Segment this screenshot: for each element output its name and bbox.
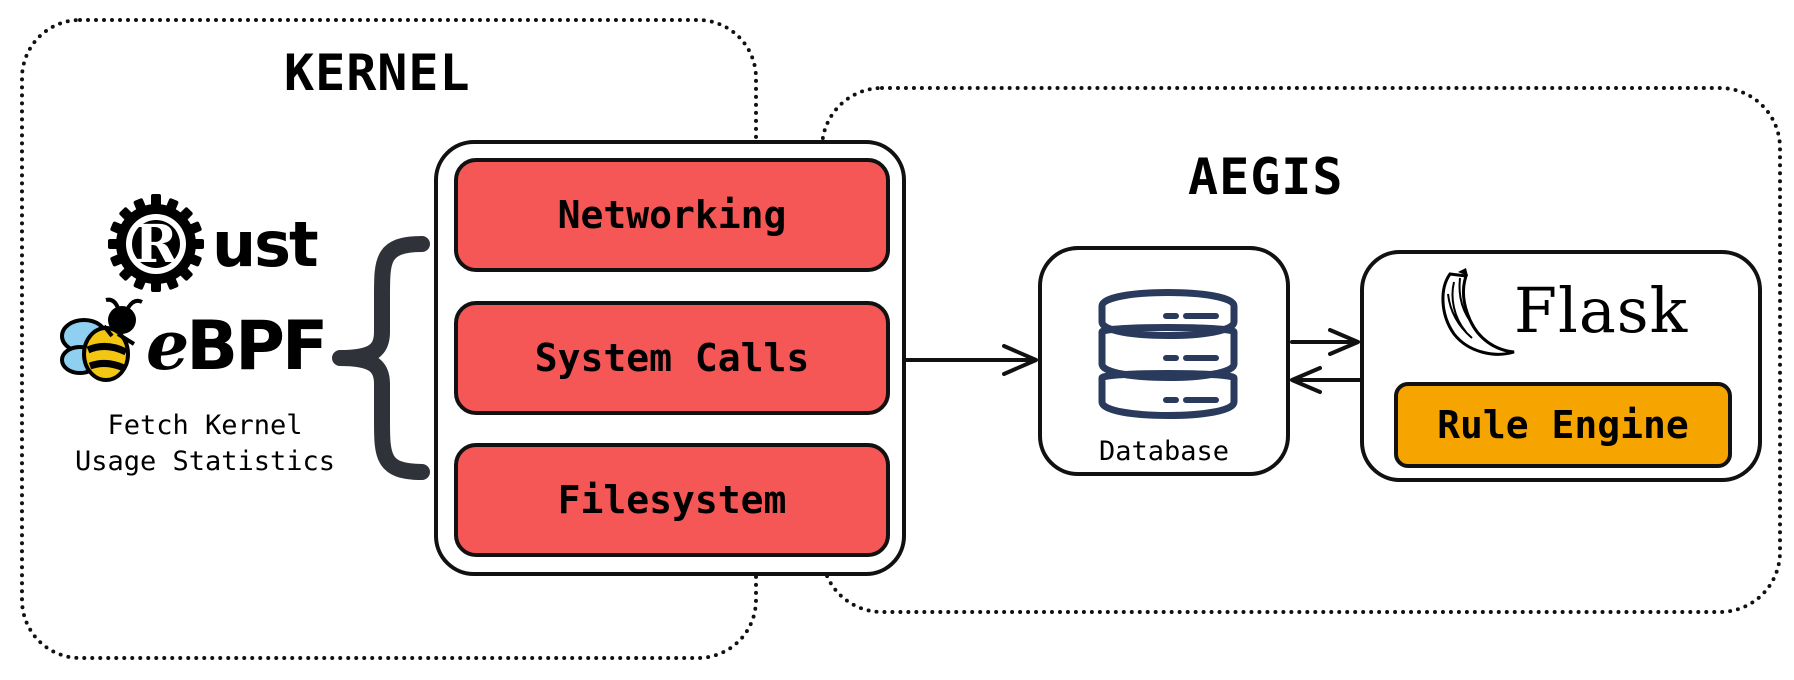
gear-tooth: [119, 265, 135, 281]
probe-group: Networking System Calls Filesystem: [434, 140, 906, 576]
gear-tooth: [110, 221, 126, 235]
kernel-title: KERNEL: [284, 44, 471, 102]
gear-tooth: [177, 265, 193, 281]
filesystem-probe: Filesystem: [454, 443, 890, 557]
flask-to-database-arrow: [1290, 366, 1362, 394]
database-label: Database: [1098, 436, 1230, 467]
ebpf-wordmark-e: e: [146, 306, 189, 386]
flask-horn-icon: [1441, 268, 1515, 356]
gear-tooth: [133, 274, 147, 290]
gear-tooth: [165, 274, 179, 290]
gear-tooth: [108, 239, 122, 249]
rust-wordmark: ust: [212, 208, 319, 281]
database-icon: [1098, 289, 1238, 419]
fetch-caption: Fetch Kernel Usage Statistics: [60, 408, 350, 480]
gear-tooth: [151, 278, 161, 292]
gear-tooth: [177, 207, 193, 223]
system-calls-probe: System Calls: [454, 301, 890, 415]
ebpf-wordmark-rest: BPF: [186, 307, 328, 386]
gear-tooth: [190, 239, 204, 249]
gear-tooth: [186, 221, 202, 235]
gear-tooth: [110, 253, 126, 267]
curly-brace: [332, 236, 430, 480]
ebpf-wordmark: eBPF: [146, 306, 328, 386]
gear-tooth: [133, 198, 147, 214]
networking-probe: Networking: [454, 158, 890, 272]
probes-to-database-arrow: [904, 344, 1038, 376]
gear-tooth: [119, 207, 135, 223]
rust-gear-icon: R: [108, 194, 204, 292]
caption-line-1: Fetch Kernel: [107, 410, 303, 441]
database-to-flask-arrow: [1290, 328, 1360, 356]
bee-icon: [60, 297, 143, 382]
gear-tooth: [151, 196, 161, 210]
flask-box: Flask Rule Engine: [1360, 250, 1762, 482]
caption-line-2: Usage Statistics: [74, 446, 336, 477]
database-box: Database: [1038, 246, 1290, 476]
gear-tooth: [186, 253, 202, 267]
flask-wordmark: Flask: [1514, 274, 1689, 347]
gear-tooth: [165, 198, 179, 214]
aegis-title: AEGIS: [1188, 148, 1344, 206]
svg-text:R: R: [134, 214, 178, 275]
rule-engine-box: Rule Engine: [1394, 382, 1732, 468]
